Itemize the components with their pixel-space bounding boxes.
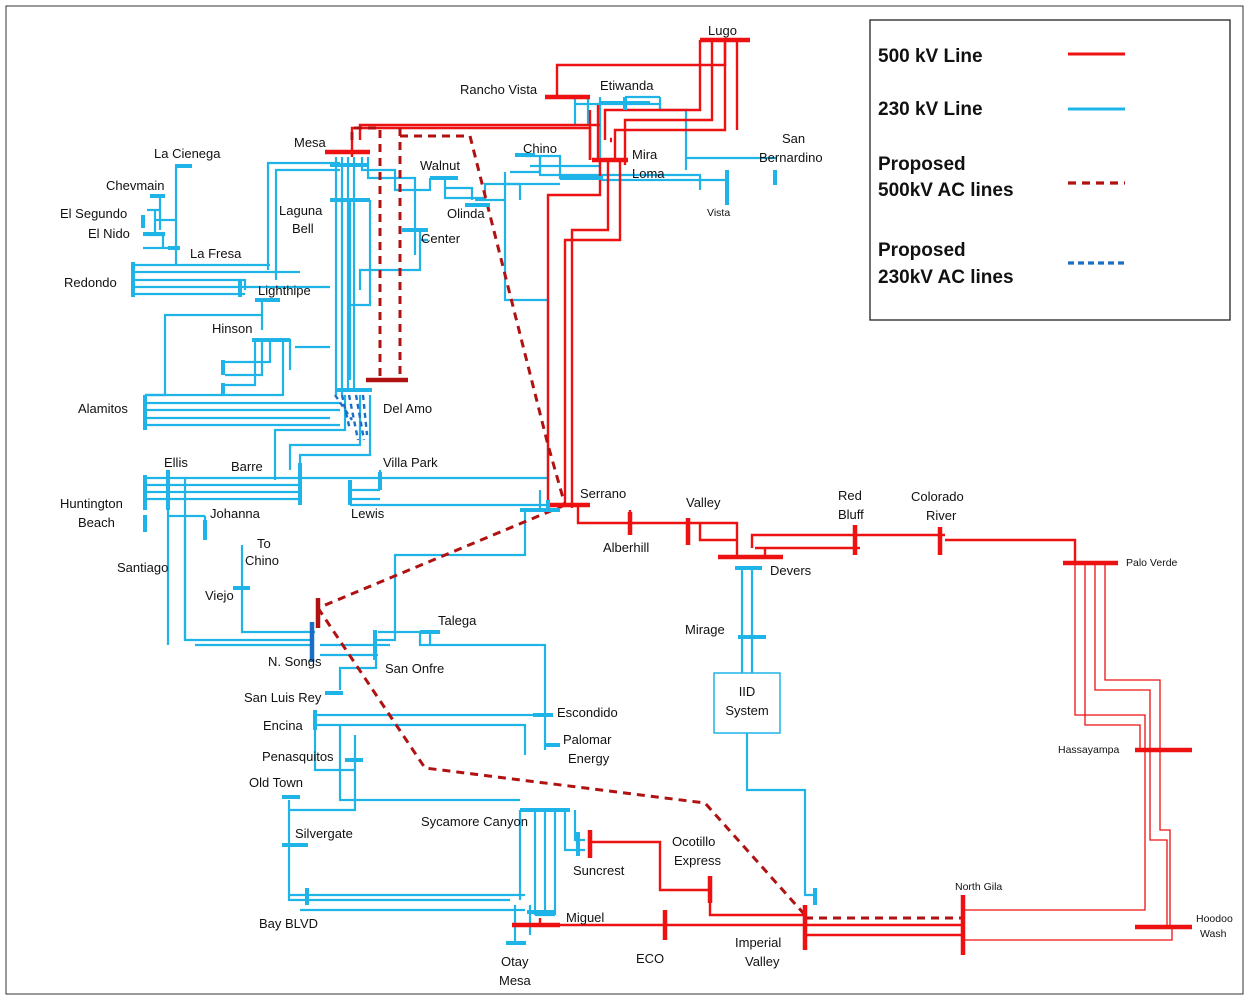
label-laguna-bell-2: Bell	[292, 221, 314, 236]
legend-proposed-500-label-1: Proposed	[878, 154, 966, 175]
label-san-bernardino-2: Bernardino	[759, 150, 823, 165]
label-palo-verde: Palo Verde	[1126, 557, 1178, 569]
label-devers: Devers	[770, 563, 812, 578]
label-encina: Encina	[263, 718, 304, 733]
label-ellis: Ellis	[164, 455, 188, 470]
label-valley: Valley	[686, 495, 721, 510]
label-rancho-vista: Rancho Vista	[460, 82, 538, 97]
label-hoodoo-1: Hoodoo	[1196, 913, 1233, 925]
label-viejo: Viejo	[205, 588, 234, 603]
label-ocotillo-1: Ocotillo	[672, 834, 715, 849]
label-huntington-2: Beach	[78, 515, 115, 530]
label-imperial-valley-1: Imperial	[735, 935, 781, 950]
label-mirage: Mirage	[685, 622, 725, 637]
label-mira-loma-2: Loma	[632, 166, 665, 181]
label-johanna: Johanna	[210, 506, 261, 521]
iid-label-2: System	[725, 703, 768, 718]
label-hassayampa: Hassayampa	[1058, 744, 1119, 756]
label-red-bluff-1: Red	[838, 488, 862, 503]
label-huntington-1: Huntington	[60, 496, 123, 511]
label-hinson: Hinson	[212, 321, 252, 336]
label-san-onfre: San Onfre	[385, 661, 444, 676]
label-miguel: Miguel	[566, 910, 604, 925]
label-to-chino-2: Chino	[245, 553, 279, 568]
label-alberhill: Alberhill	[603, 540, 649, 555]
label-lighthipe: Lighthipe	[258, 283, 311, 298]
label-north-gila: North Gila	[955, 881, 1002, 893]
label-chevmain: Chevmain	[106, 178, 165, 193]
label-penasquitos: Penasquitos	[262, 749, 334, 764]
label-olinda: Olinda	[447, 206, 485, 221]
lines-500kv	[350, 40, 1173, 941]
label-laguna-bell-1: Laguna	[279, 203, 323, 218]
legend-proposed-500-label-2: 500kV AC lines	[878, 180, 1014, 201]
diagram-frame	[5, 5, 1244, 995]
legend-230kv-label: 230 kV Line	[878, 99, 983, 120]
label-la-cienega: La Cienega	[154, 146, 221, 161]
label-el-nido: El Nido	[88, 226, 130, 241]
label-n-songs: N. Songs	[268, 654, 322, 669]
label-san-luis-rey: San Luis Rey	[244, 690, 322, 705]
label-colorado-2: River	[926, 508, 957, 523]
label-colorado-1: Colorado	[911, 489, 964, 504]
label-talega: Talega	[438, 613, 477, 628]
label-red-bluff-2: Bluff	[838, 507, 864, 522]
label-la-fresa: La Fresa	[190, 246, 242, 261]
label-hoodoo-2: Wash	[1200, 928, 1227, 940]
label-otay-mesa-2: Mesa	[499, 973, 532, 988]
label-vista: Vista	[707, 207, 730, 219]
label-san-bernardino-1: San	[782, 131, 805, 146]
label-mira-loma-1: Mira	[632, 147, 658, 162]
iid-label-1: IID	[739, 684, 756, 699]
label-ocotillo-2: Express	[674, 853, 721, 868]
legend-500kv-label: 500 kV Line	[878, 46, 983, 67]
label-palomar-2: Energy	[568, 751, 610, 766]
label-suncrest: Suncrest	[573, 863, 625, 878]
label-alamitos: Alamitos	[78, 401, 128, 416]
label-santiago: Santiago	[117, 560, 168, 575]
label-silvergate: Silvergate	[295, 826, 353, 841]
legend-box	[869, 19, 1231, 321]
label-lugo: Lugo	[708, 23, 737, 38]
label-lewis: Lewis	[351, 506, 385, 521]
substation-labels: Lugo Rancho Vista Etiwanda Mesa La Ciene…	[60, 23, 1233, 988]
label-el-segundo: El Segundo	[60, 206, 127, 221]
label-to-chino-1: To	[257, 536, 271, 551]
buses-500kv	[325, 37, 1192, 955]
legend: 500 kV Line 230 kV Line Proposed 500kV A…	[869, 19, 1231, 321]
label-walnut: Walnut	[420, 158, 460, 173]
legend-proposed-230-label-1: Proposed	[878, 240, 966, 261]
label-chino: Chino	[523, 141, 557, 156]
label-mesa: Mesa	[294, 135, 327, 150]
label-etiwanda: Etiwanda	[600, 78, 654, 93]
buses-230kv	[131, 97, 817, 945]
label-bay-blvd: Bay BLVD	[259, 916, 318, 931]
label-serrano: Serrano	[580, 486, 626, 501]
label-escondido: Escondido	[557, 705, 618, 720]
label-villa-park: Villa Park	[383, 455, 438, 470]
label-old-town: Old Town	[249, 775, 303, 790]
label-imperial-valley-2: Valley	[745, 954, 780, 969]
label-redondo: Redondo	[64, 275, 117, 290]
label-sycamore-canyon: Sycamore Canyon	[421, 814, 528, 829]
label-del-amo: Del Amo	[383, 401, 432, 416]
label-center: Center	[421, 231, 461, 246]
iid-system-box	[713, 672, 781, 734]
legend-proposed-230-label-2: 230kV AC lines	[878, 267, 1014, 288]
label-otay-mesa-1: Otay	[501, 954, 529, 969]
label-barre: Barre	[231, 459, 263, 474]
proposed-500kv-lines	[316, 126, 965, 920]
label-palomar-1: Palomar	[563, 732, 612, 747]
buses-proposed-500kv	[315, 377, 408, 628]
proposed-230kv-lines	[334, 394, 369, 441]
label-eco: ECO	[636, 951, 664, 966]
